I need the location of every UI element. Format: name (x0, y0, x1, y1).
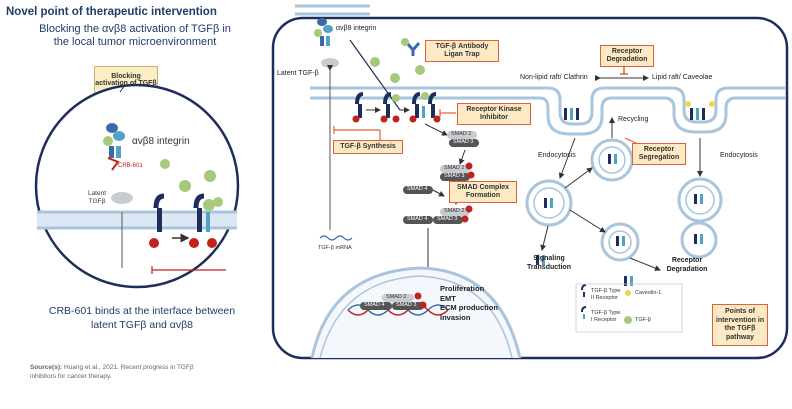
smad3-label: SMAD 3 (453, 139, 474, 145)
receptor-degradation-label: Receptor Degradation (666, 257, 708, 273)
legend-type1: TGF-β Type I Receptor (591, 310, 621, 323)
smad3-label: SMAD 3 (437, 216, 458, 222)
zoom-circle-illustration (34, 83, 240, 289)
left-membrane (37, 210, 237, 230)
crb-caption: CRB-601 binds at the interface between l… (48, 305, 236, 331)
tgfb-dot (370, 57, 380, 67)
antibody-icon (401, 38, 421, 56)
integrin-label: αvβ8 integrin (132, 136, 190, 147)
tgfb-dot (160, 159, 170, 169)
receptor-segregation-box: Receptor Segregation (632, 143, 686, 165)
latent-tgfb-top-label: Latent TGF-β (277, 70, 319, 77)
nucleus-smad4-label: SMAD 4 (364, 302, 385, 308)
tgfb-synthesis-box: TGF-β Synthesis (333, 140, 403, 154)
page-title: Novel point of therapeutic intervention (6, 6, 217, 18)
mrna-label: TGF-β mRNA (318, 245, 352, 251)
smad4-label: SMAD 4 (407, 216, 428, 222)
pit-receptors (536, 101, 715, 286)
nucleus-outcomes: Proliferation EMT ECM production Invasio… (440, 284, 498, 322)
tgfb-dot (179, 180, 191, 192)
integrin-icon (103, 123, 125, 171)
source-label: Source(s): (30, 364, 63, 371)
smad2-label: SMAD 2 (444, 165, 465, 171)
lipid-raft-label: Lipid raft/ Caveolae (652, 74, 713, 81)
legend-symbols (581, 284, 632, 324)
antibody-trap-box: TGF-β Antibody Ligan Trap (425, 40, 499, 62)
latent-tgfb-label: Latent TGFβ (87, 190, 107, 205)
smad3-label: SMAD 3 (444, 173, 465, 179)
outcome-item: EMT (440, 293, 456, 303)
plasma-membrane (310, 86, 786, 136)
endocytosis-right-label: Endocytosis (720, 152, 758, 159)
integrin-top-label: αvβ8 integrin (336, 25, 377, 32)
mrna-strand (319, 235, 353, 241)
smad4-label: SMAD 4 (407, 186, 428, 192)
source-text: Huang et al., 2021. Recent progress in T… (30, 364, 194, 380)
smad2-label: SMAD 2 (444, 208, 465, 214)
tgfb-dot (415, 65, 425, 75)
receptor-degradation-box: Receptor Degradation (600, 45, 654, 67)
endosome-recycling (590, 138, 634, 182)
nucleus-smad3-label: SMAD 3 (396, 302, 417, 308)
receptor-icon (149, 193, 165, 248)
outcome-item: Invasion (440, 312, 471, 322)
recycling-label: Recycling (618, 116, 649, 123)
outcome-item: ECM production (440, 303, 498, 312)
nucleus-smad2-label: SMAD 2 (386, 294, 407, 300)
tgfb-dot (213, 197, 223, 207)
receptor-icon (189, 193, 217, 248)
tgfb-dot (390, 73, 400, 83)
membrane-receptors (352, 92, 441, 123)
latent-tgfb-shape (321, 58, 339, 68)
points-of-intervention-box: Points of intervention in the TGFβ pathw… (712, 304, 768, 346)
source-citation: Source(s): Huang et al., 2021. Recent pr… (30, 363, 220, 381)
legend-tgfb: TGF-β (635, 317, 651, 323)
crb-601-label: CRB-601 (118, 163, 143, 169)
endosome-middle (600, 222, 640, 262)
endocytosis-left-label: Endocytosis (538, 152, 576, 159)
endosome-signaling (525, 179, 573, 227)
signaling-transduction-label: Signaling Transduction (527, 255, 571, 271)
endosome-degradation (680, 221, 718, 259)
page-subtitle: Blocking the αvβ8 activation of TGFβ in … (39, 23, 231, 48)
smad2-label: SMAD 2 (451, 131, 472, 137)
smad-complex-box: SMAD Complex Formation (449, 181, 517, 203)
tgfb-dot (204, 170, 216, 182)
kinase-inhibitor-box: Receptor Kinase Inhibitor (457, 103, 531, 125)
outcome-item: Proliferation (440, 284, 485, 293)
outer-top-membrane (295, 4, 370, 16)
non-lipid-raft-label: Non-lipid raft/ Clathrin (520, 74, 588, 81)
latent-tgfb-shape (111, 192, 133, 204)
legend-type2: TGF-β Type II Receptor (591, 288, 621, 301)
legend-caveolin: Caveolin-1 (635, 290, 662, 296)
integrin-icon (314, 18, 333, 46)
